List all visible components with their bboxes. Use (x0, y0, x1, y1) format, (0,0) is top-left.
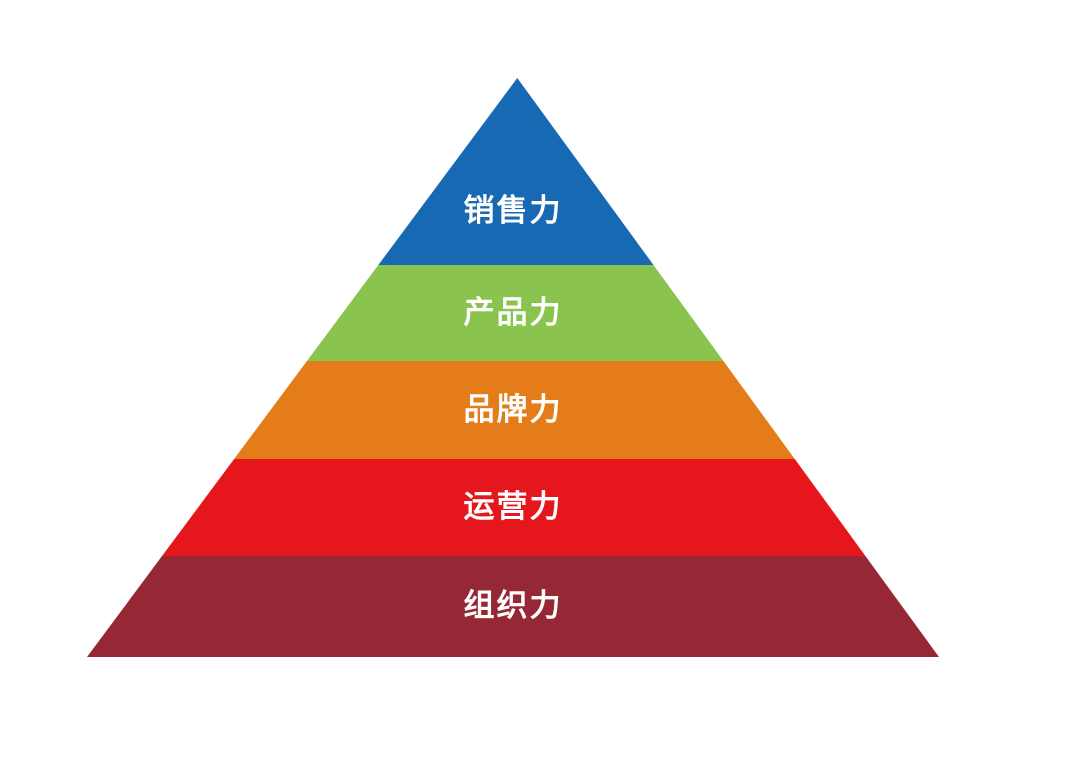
level-label-product: 产品力 (463, 294, 563, 331)
pyramid-level-operations: 运营力 (87, 459, 939, 556)
level-label-brand: 品牌力 (463, 391, 563, 428)
level-label-organization: 组织力 (463, 588, 563, 624)
pyramid-level-brand: 品牌力 (87, 361, 939, 459)
pyramid-level-organization: 组织力 (87, 556, 939, 657)
pyramid-level-sales: 销售力 (87, 78, 939, 265)
pyramid-diagram: 销售力 产品力 品牌力 运营力 组织力 (87, 78, 939, 657)
level-label-operations: 运营力 (463, 489, 563, 525)
pyramid-level-product: 产品力 (87, 265, 939, 361)
level-label-sales: 销售力 (463, 193, 563, 229)
